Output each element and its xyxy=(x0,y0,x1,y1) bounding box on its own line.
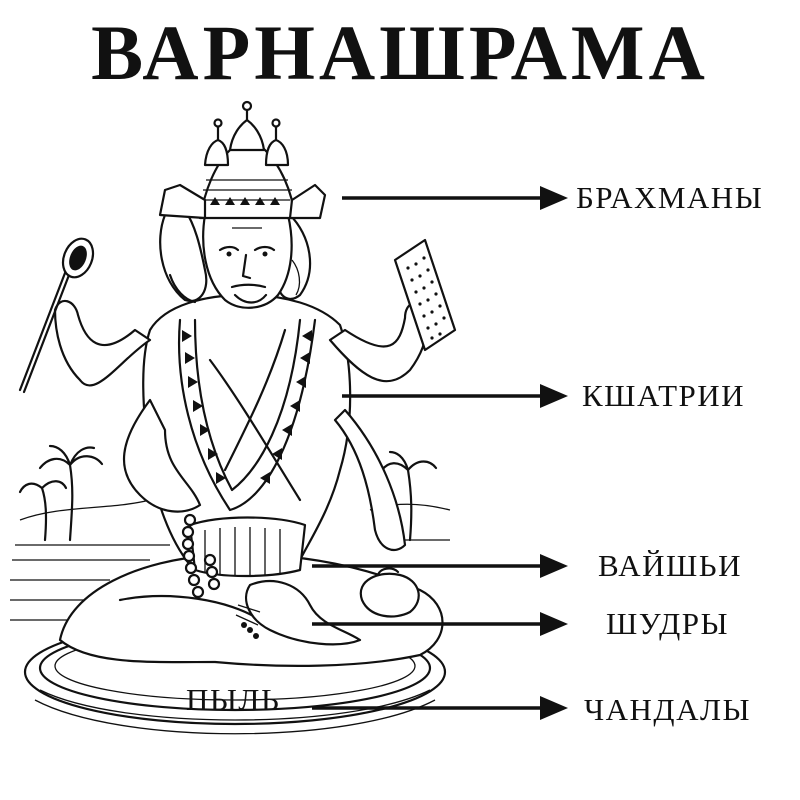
arrow-brahmany xyxy=(342,186,568,210)
label-kshatrii: КШАТРИИ xyxy=(582,378,746,413)
label-pyl: ПЫЛЬ xyxy=(186,682,281,717)
arrow-shudry xyxy=(312,612,568,636)
torso xyxy=(142,293,352,578)
crossed-legs xyxy=(58,553,444,667)
landscape xyxy=(10,444,451,621)
water-pot xyxy=(359,567,420,618)
label-vayshi: ВАЙШЬИ xyxy=(598,548,742,583)
prayer-beads xyxy=(181,513,221,599)
four-heads xyxy=(158,100,327,309)
ladle-icon xyxy=(18,237,95,394)
arrow-vayshi xyxy=(312,554,568,578)
arrow-kshatrii xyxy=(342,384,568,408)
label-chandaly: ЧАНДАЛЫ xyxy=(584,692,752,727)
arms xyxy=(53,299,428,552)
arrows xyxy=(312,186,568,720)
arrow-chandaly xyxy=(312,696,568,720)
garland xyxy=(177,318,317,599)
book-icon xyxy=(393,238,457,352)
label-brahmany: БРАХМАНЫ xyxy=(576,180,764,215)
page-title: ВАРНАШРАМА xyxy=(91,9,709,96)
label-shudry: ШУДРЫ xyxy=(606,606,730,641)
